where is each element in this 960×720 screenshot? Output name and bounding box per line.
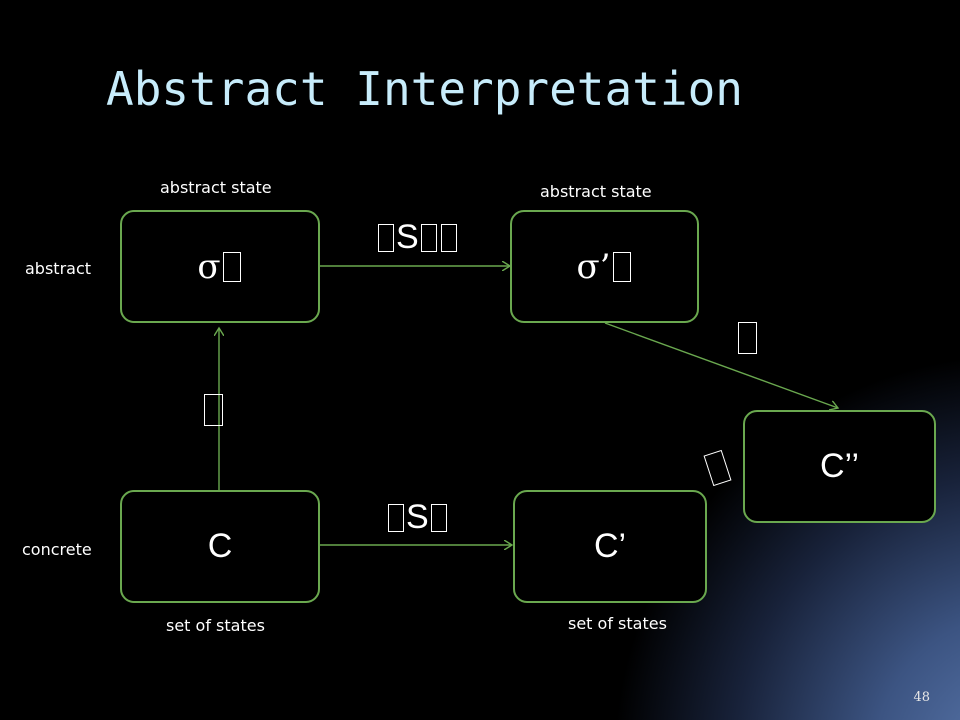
sigma-symbol: σ [197,246,221,287]
missing-glyph-icon [222,251,241,282]
alpha-glyph-icon [204,394,223,426]
missing-glyph-icon [420,223,437,252]
label-row-concrete: concrete [22,540,92,559]
missing-glyph-icon [430,503,447,532]
c-double-prime-label: C’’ [819,447,860,485]
missing-glyph-icon [388,503,404,532]
c-prime-label: C’ [593,527,627,565]
label-abstract-state-right: abstract state [540,182,652,201]
slide-title: Abstract Interpretation [106,62,743,116]
sigma-prime-symbol: σ’ [576,246,611,287]
box-c-double-prime: C’’ [743,410,936,523]
box-sigma-prime: σ’ [510,210,699,323]
label-set-of-states-left: set of states [166,616,265,635]
c-label: C [207,527,233,565]
box-c-prime: C’ [513,490,707,603]
missing-glyph-icon [378,223,394,252]
box-sigma: σ [120,210,320,323]
concrete-semantics-label: S [386,498,449,537]
concrete-semantics-s: S [406,498,429,536]
abstract-transformer-s: S [396,218,419,256]
missing-glyph-icon [612,251,631,282]
label-row-abstract: abstract [25,259,92,278]
missing-glyph-icon [440,223,457,252]
label-set-of-states-right: set of states [568,614,667,633]
arrow-sigma-prime-to-c-double-prime [604,322,838,408]
label-abstract-state-left: abstract state [160,178,272,197]
page-number: 48 [913,690,930,705]
gamma-glyph-icon [738,322,757,354]
box-c: C [120,490,320,603]
abstract-transformer-label: S [376,218,459,257]
